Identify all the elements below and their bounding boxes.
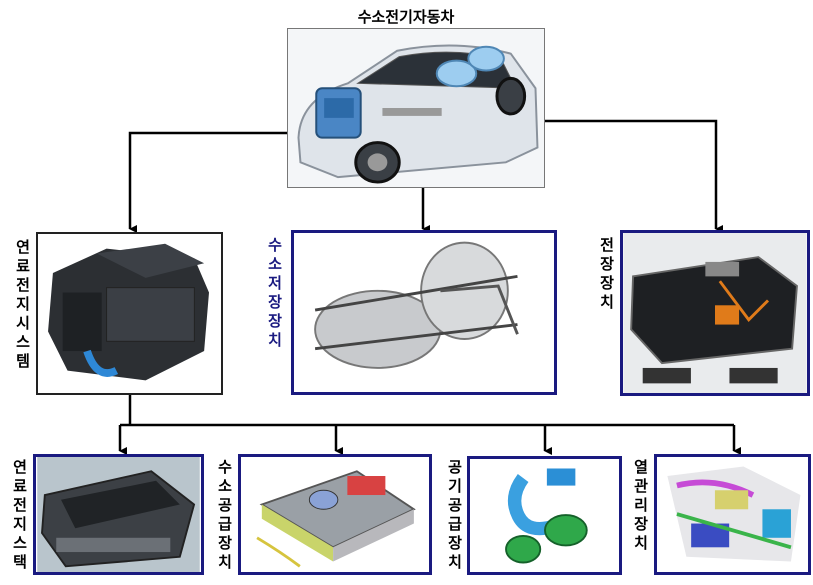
label-hydrogen-supply: 수소공급장치 <box>218 458 232 571</box>
label-air-supply: 공기공급장치 <box>448 458 462 571</box>
diagram-title: 수소전기자동차 <box>357 8 455 26</box>
fuel-cell-system-image <box>36 232 223 395</box>
hydrogen-car-image <box>287 28 545 188</box>
hydrogen-storage-image <box>291 230 557 395</box>
label-hydrogen-storage: 수소저장장치 <box>268 236 282 349</box>
air-supply-image <box>467 456 622 575</box>
electric-device-image <box>620 230 810 396</box>
label-thermal-management: 열관리장치 <box>634 458 648 552</box>
connector-car-to-fuel-cell-system <box>128 131 333 233</box>
label-fuel-cell-stack: 연료전지 스택 <box>13 458 27 571</box>
label-fuel-cell-system: 연료전지시스템 <box>16 238 30 370</box>
thermal-management-image <box>654 454 811 575</box>
hydrogen-supply-image <box>238 454 432 575</box>
fuel-cell-stack-image <box>33 454 204 575</box>
label-electric-device: 전장장치 <box>600 236 614 311</box>
